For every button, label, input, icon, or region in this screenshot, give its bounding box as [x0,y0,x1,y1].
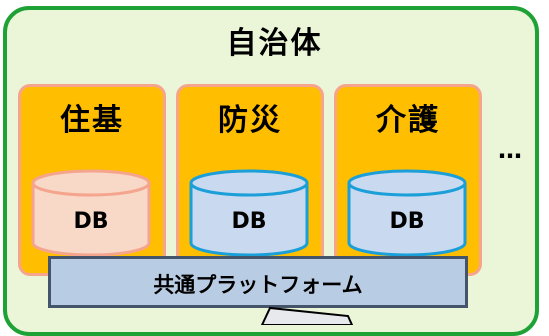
database-icon: DB [345,169,469,257]
municipality-title: 自治体 [226,26,323,61]
module-label: 介護 [376,103,440,138]
module-label: 住基 [60,103,124,138]
db-label: DB [389,209,425,234]
db-body [189,183,309,257]
db-body [31,183,151,257]
database-icon: DB [187,169,311,257]
db-top [31,169,151,197]
common-platform: 共通プラットフォーム [48,256,468,308]
module-label: 防災 [218,103,282,138]
db-top [189,169,309,197]
module-bousai: 防災 DB [176,84,324,276]
db-body [347,183,467,257]
db-label: DB [231,209,267,234]
platform-label: 共通プラットフォーム [153,273,363,297]
connector-shape [260,306,354,325]
db-top [347,169,467,197]
connector-arrow [260,306,354,325]
more-modules-ellipsis: … [498,136,523,164]
database-icon: DB [29,169,153,257]
module-kaigo: 介護 DB [334,84,482,276]
db-label: DB [73,209,109,234]
